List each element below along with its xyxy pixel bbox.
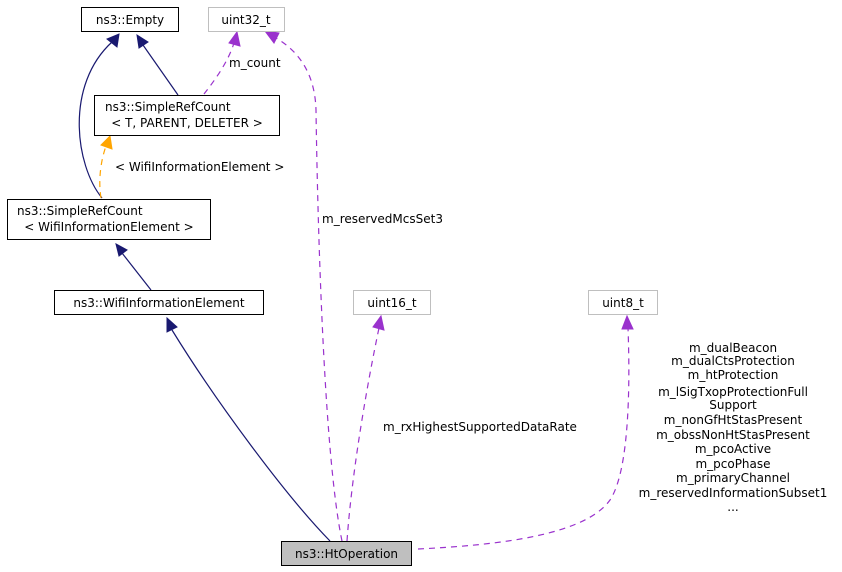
edge-label-uint8-members: m_dualBeacon m_dualCtsProtection m_htPro… <box>639 341 828 514</box>
class-node-simple-ref-count-template-line1: ns3::SimpleRefCount <box>105 100 231 114</box>
class-node-empty-label: ns3::Empty <box>96 13 164 27</box>
member-name: m_dualBeacon <box>689 341 777 355</box>
edge-label-template-argument: < WifiInformationElement > <box>115 160 284 174</box>
member-name: ... <box>727 500 738 514</box>
edge-uint8-to-htoperation <box>417 314 634 550</box>
member-name: m_lSigTxopProtectionFull <box>658 385 808 399</box>
type-node-uint16-label: uint16_t <box>367 296 417 310</box>
edge-uint16-to-htoperation <box>346 314 385 542</box>
edge-template-instantiation <box>99 134 113 199</box>
class-node-ht-operation-label: ns3::HtOperation <box>295 547 398 561</box>
member-name: m_pcoPhase <box>695 457 770 471</box>
class-node-simple-ref-count-wifi[interactable]: ns3::SimpleRefCount < WifiInformationEle… <box>7 199 211 240</box>
edge-label-m-rx-highest-supported-data-rate: m_rxHighestSupportedDataRate <box>383 420 577 434</box>
member-name: Support <box>709 398 757 412</box>
edge-htoperation-to-wifi-element <box>166 316 331 542</box>
edge-uint32-to-templated-refcount <box>203 30 241 95</box>
member-name: m_primaryChannel <box>676 471 790 485</box>
member-name: m_dualCtsProtection <box>671 354 795 368</box>
member-name: m_reservedInformationSubset1 <box>639 486 828 500</box>
class-node-wifi-information-element[interactable]: ns3::WifiInformationElement <box>54 290 264 315</box>
type-node-uint32[interactable]: uint32_t <box>208 7 285 32</box>
type-node-uint16[interactable]: uint16_t <box>353 290 431 315</box>
type-node-uint8-label: uint8_t <box>602 296 644 310</box>
type-node-uint8[interactable]: uint8_t <box>588 290 658 315</box>
class-node-simple-ref-count-template-line2: < T, PARENT, DELETER > <box>111 116 263 130</box>
member-name: m_nonGfHtStasPresent <box>664 413 803 427</box>
class-node-empty[interactable]: ns3::Empty <box>81 7 179 32</box>
member-name: m_htProtection <box>688 368 779 382</box>
type-node-uint32-label: uint32_t <box>221 13 271 27</box>
member-name: m_pcoActive <box>695 442 771 456</box>
class-node-wifi-information-element-label: ns3::WifiInformationElement <box>73 296 245 310</box>
edge-templated-refcount-to-empty <box>136 33 179 96</box>
class-node-simple-ref-count-wifi-line1: ns3::SimpleRefCount <box>17 204 143 218</box>
class-node-simple-ref-count-wifi-line2: < WifiInformationElement > <box>24 220 193 234</box>
class-node-simple-ref-count-template[interactable]: ns3::SimpleRefCount < T, PARENT, DELETER… <box>94 95 280 136</box>
edge-label-m-reserved-mcs-set3: m_reservedMcsSet3 <box>322 212 443 226</box>
edge-wifi-element-to-refcount <box>115 243 152 291</box>
class-node-ht-operation[interactable]: ns3::HtOperation <box>281 541 412 566</box>
edge-label-m-count: m_count <box>229 56 281 70</box>
member-name: m_obssNonHtStasPresent <box>656 428 810 442</box>
edge-refcount-wifi-to-empty <box>78 33 120 199</box>
